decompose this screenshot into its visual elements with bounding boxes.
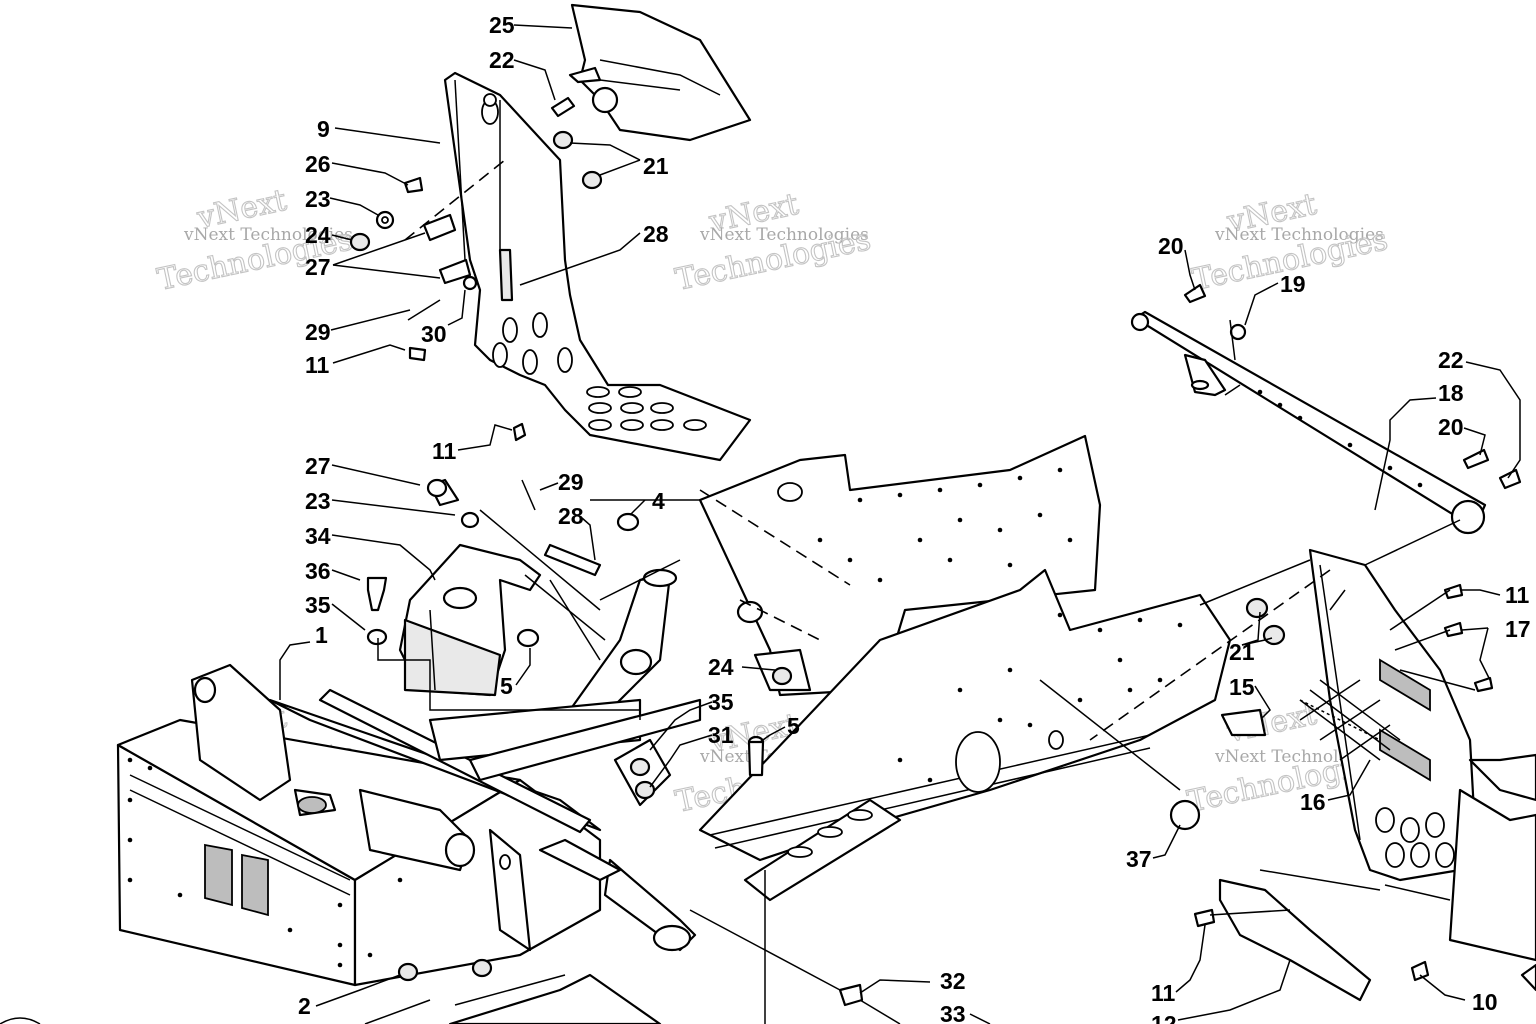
callout-19: 19 [1280, 271, 1306, 297]
callout-17: 17 [1505, 616, 1531, 642]
callout-11: 11 [432, 438, 457, 464]
callout-20: 20 [1158, 233, 1184, 259]
callout-29: 29 [305, 319, 331, 345]
callout-28: 28 [558, 503, 584, 529]
cross-shaft-18 [1130, 310, 1487, 535]
chassis-side-panel [698, 568, 1232, 902]
callout-21: 21 [1229, 639, 1255, 665]
callout-27: 27 [305, 254, 331, 280]
callout-16: 16 [1300, 789, 1326, 815]
steering-bracket-34 [398, 543, 542, 697]
front-bulkhead-frame [116, 663, 702, 987]
side-panel-rivets [897, 612, 1183, 783]
steering-support-bracket [404, 71, 752, 462]
callout-2: 2 [298, 993, 311, 1019]
callout-11: 11 [1151, 980, 1176, 1006]
steering-post-tube [568, 568, 764, 952]
callout-23: 23 [305, 488, 331, 514]
callout-11: 11 [305, 352, 330, 378]
callout-labels: 25 22 9 26 23 24 27 21 28 29 30 11 11 27… [298, 12, 1531, 1024]
callout-5: 5 [787, 713, 800, 739]
callout-35: 35 [305, 592, 331, 618]
callout-10: 10 [1472, 989, 1498, 1015]
callout-27: 27 [305, 453, 331, 479]
bulkhead-rivets [127, 757, 403, 968]
fasteners [349, 96, 1522, 1007]
assembly-lines [377, 319, 1476, 1024]
callout-15: 15 [1229, 674, 1255, 700]
callout-24: 24 [305, 222, 331, 248]
panel-rivets [817, 467, 1073, 583]
lower-brace [1218, 878, 1536, 1002]
callout-28: 28 [643, 221, 669, 247]
lower-frame-rail [364, 870, 766, 1024]
watermark-small: vNext Technologies [699, 225, 869, 245]
callout-9: 9 [317, 116, 330, 142]
callout-35: 35 [708, 689, 734, 715]
callout-23: 23 [305, 186, 331, 212]
callout-31: 31 [708, 722, 734, 748]
mesh-pattern [1299, 679, 1401, 761]
callout-24: 24 [708, 654, 734, 680]
callout-26: 26 [305, 151, 331, 177]
right-bulkhead-16 [1299, 548, 1536, 962]
watermark-small: vNext Technologies [183, 225, 353, 245]
callout-22: 22 [1438, 347, 1464, 373]
callout-30: 30 [421, 321, 447, 347]
callout-12: 12 [1151, 1011, 1177, 1024]
callout-5: 5 [500, 673, 513, 699]
callout-18: 18 [1438, 380, 1464, 406]
corner-arc [0, 1017, 41, 1024]
callout-37: 37 [1126, 846, 1152, 872]
callout-32: 32 [940, 968, 966, 994]
callout-21: 21 [643, 153, 669, 179]
callout-4: 4 [652, 488, 665, 514]
callout-20: 20 [1438, 414, 1464, 440]
callout-36: 36 [305, 558, 331, 584]
callout-11: 11 [1505, 582, 1530, 608]
callout-29: 29 [558, 469, 584, 495]
steering-cap [568, 3, 752, 142]
callout-22: 22 [489, 47, 515, 73]
callout-1: 1 [315, 622, 328, 648]
shaft-holes [1257, 389, 1423, 488]
leader-lines [279, 24, 1521, 1024]
callout-34: 34 [305, 523, 331, 549]
watermark-small: vNext Technologies [1214, 225, 1384, 245]
callout-25: 25 [489, 12, 515, 38]
callout-33: 33 [940, 1001, 966, 1024]
